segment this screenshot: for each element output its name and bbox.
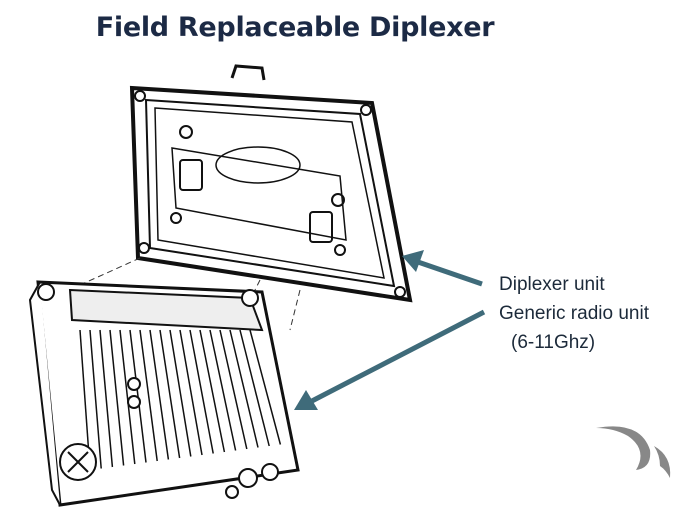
heatsink-fin — [89, 329, 102, 469]
radio-unit-details — [37, 283, 279, 499]
logo-icon — [596, 426, 671, 478]
diplexer-unit-drawing — [129, 64, 413, 303]
diplexer-unit-label: Diplexer unit — [499, 274, 605, 295]
heatsink-fin — [149, 329, 170, 460]
heatsink-fin — [189, 329, 214, 454]
heatsink-fin — [169, 329, 192, 457]
heatsink-fin — [219, 329, 248, 450]
heatsink-fin — [99, 329, 114, 468]
heatsink-fin — [109, 329, 125, 466]
heatsink-fin — [229, 329, 259, 448]
slide-title: Field Replaceable Diplexer — [95, 12, 495, 43]
alignment-lines — [79, 257, 301, 331]
heatsink-fin — [139, 329, 158, 462]
heatsink-fin — [199, 329, 226, 453]
heatsink-fin — [119, 329, 136, 465]
frequency-band-label: (6-11Ghz) — [511, 332, 596, 353]
heatsink-fin — [209, 329, 237, 451]
radio-unit-label: Generic radio unit — [499, 303, 649, 324]
heatsink-fin — [179, 329, 203, 456]
heatsink-fin — [249, 329, 282, 445]
radio-arrow — [308, 309, 486, 405]
heatsink-fin — [239, 329, 270, 447]
diplexer-arrow — [417, 259, 483, 287]
heatsink-fins — [79, 329, 282, 471]
radio-unit-drawing — [28, 280, 300, 507]
arrows — [294, 250, 486, 410]
heatsink-fin — [129, 329, 147, 463]
heatsink-fin — [159, 329, 181, 459]
